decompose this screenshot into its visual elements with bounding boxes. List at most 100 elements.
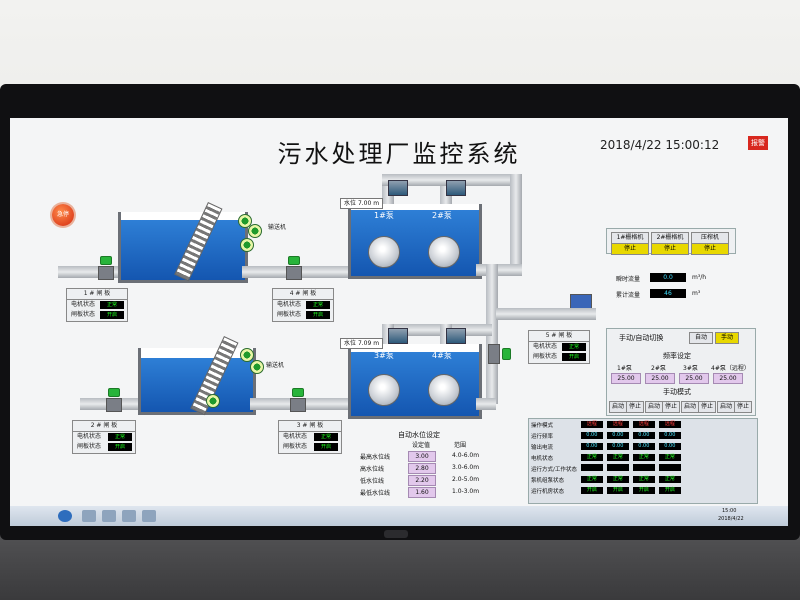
pump-2[interactable] (428, 236, 460, 268)
status-cell: 远程 (658, 421, 681, 428)
pump2-start-button[interactable]: 启动 (645, 401, 663, 413)
status-cell: 0.00 (606, 443, 629, 450)
total-flow-value: 46 (650, 289, 686, 298)
hazard-icon (250, 360, 264, 374)
status-cell: 0.00 (606, 432, 629, 439)
auto-mode-button[interactable]: 自动 (689, 332, 713, 344)
freq-input-1[interactable]: 25.00 (611, 373, 641, 384)
status-cell (580, 464, 603, 471)
level-row-label: 最高水位线 (360, 454, 391, 461)
status-cell: 0.00 (580, 443, 603, 450)
status-cell: 正常 (632, 476, 655, 483)
level-row-label: 高水位线 (360, 466, 385, 473)
freq-title: 频率设定 (663, 352, 691, 360)
instant-flow-value: 0.0 (650, 273, 686, 282)
pump1-stop-button[interactable]: 停止 (626, 401, 644, 413)
gate-valve-3[interactable] (290, 398, 306, 412)
hmi-screen: 污水处理厂监控系统 2018/4/22 15:00:12 报警 急停 输送机 1… (10, 118, 788, 526)
valve-handle-icon (108, 388, 120, 397)
status-cell (658, 464, 681, 471)
total-flow-unit: m³ (692, 290, 701, 297)
pump-label-1: 1#泵 (374, 211, 394, 220)
taskbar-app-icon[interactable] (142, 510, 156, 522)
status-row-label: 运行方式/工作状态 (531, 466, 577, 473)
valve-handle-icon (292, 388, 304, 397)
outlet-pipe (476, 398, 496, 410)
pump3-stop-button[interactable]: 停止 (698, 401, 716, 413)
outlet-pipe (510, 174, 522, 274)
taskbar-date: 2018/4/22 (718, 516, 744, 522)
level-setting-input[interactable]: 2.80 (408, 463, 436, 474)
gate-panel-5: 5 # 闸 板 电机状态正常 闸板状态开启 (528, 330, 590, 364)
gate-valve-1[interactable] (98, 266, 114, 280)
col-setting: 设定值 (412, 442, 431, 449)
valve-handle-icon (100, 256, 112, 265)
freq-input-4[interactable]: 25.00 (713, 373, 743, 384)
status-cell: 正常 (606, 454, 629, 461)
hazard-icon (206, 394, 220, 408)
grid-machine-2-stop-button[interactable]: 停止 (651, 243, 689, 255)
status-cell: 0.00 (658, 443, 681, 450)
freq-header-2: 2#泵 (651, 365, 666, 372)
start-button[interactable] (58, 510, 72, 522)
pump3-start-button[interactable]: 启动 (681, 401, 699, 413)
status-cell: 远程 (580, 421, 603, 428)
manual-mode-button[interactable]: 手动 (715, 332, 739, 344)
status-cell: 正常 (632, 454, 655, 461)
gate-valve-2[interactable] (106, 398, 122, 412)
emergency-stop-button[interactable]: 急停 (52, 204, 74, 226)
datetime: 2018/4/22 15:00:12 (600, 138, 720, 152)
taskbar-app-icon[interactable] (122, 510, 136, 522)
level-row-range: 1.0-3.0m (452, 488, 480, 495)
level-setting-input[interactable]: 2.20 (408, 475, 436, 486)
taskbar-clock: 15:00 (722, 508, 737, 514)
status-row-label: 运行频率 (531, 433, 554, 440)
pump2-stop-button[interactable]: 停止 (662, 401, 680, 413)
grid-machine-1-stop-button[interactable]: 停止 (611, 243, 649, 255)
pump-label-4: 4#泵 (432, 351, 452, 360)
pump4-stop-button[interactable]: 停止 (734, 401, 752, 413)
hazard-icon (240, 348, 254, 362)
status-cell: 开启 (606, 487, 629, 494)
taskbar-app-icon[interactable] (82, 510, 96, 522)
level-row-label: 最低水位线 (360, 490, 391, 497)
taskbar-app-icon[interactable] (102, 510, 116, 522)
pump-4[interactable] (428, 374, 460, 406)
pump-1[interactable] (368, 236, 400, 268)
discharge-pipe (496, 308, 596, 320)
freq-input-3[interactable]: 25.00 (679, 373, 709, 384)
press-stop-button[interactable]: 停止 (691, 243, 729, 255)
freq-input-2[interactable]: 25.00 (645, 373, 675, 384)
gate-panel-2: 2 # 闸 板 电机状态正常 闸板状态开启 (72, 420, 136, 454)
gate-valve-4[interactable] (286, 266, 302, 280)
status-cell: 开启 (580, 487, 603, 494)
level-setting-input[interactable]: 3.00 (408, 451, 436, 462)
valve-handle-icon (502, 348, 511, 360)
pump1-start-button[interactable]: 启动 (609, 401, 627, 413)
freq-header-1: 1#泵 (617, 365, 632, 372)
conveyor-label-1: 输送机 (268, 224, 287, 231)
status-cell: 0.00 (580, 432, 603, 439)
level-setting-input[interactable]: 1.60 (408, 487, 436, 498)
status-cell: 开启 (658, 487, 681, 494)
level-row-range: 3.0-6.0m (452, 464, 480, 471)
pump-label-3: 3#泵 (374, 351, 394, 360)
pump4-start-button[interactable]: 启动 (717, 401, 735, 413)
alarm-button[interactable]: 报警 (748, 136, 768, 150)
status-cell (606, 464, 629, 471)
status-cell: 0.00 (632, 443, 655, 450)
status-cell: 开启 (632, 487, 655, 494)
status-cell: 正常 (580, 454, 603, 461)
pump-3[interactable] (368, 374, 400, 406)
auto-level-panel: 自动水位设定 设定值 范围 最高水位线 3.00 4.0-6.0m 高水位线 2… (354, 430, 484, 498)
level-row-label: 低水位线 (360, 478, 385, 485)
pump-label-2: 2#泵 (432, 211, 452, 220)
pump-motor-icon (388, 328, 408, 344)
gate-valve-5[interactable] (488, 344, 500, 364)
status-cell: 0.00 (658, 432, 681, 439)
pump-tank-1 (348, 204, 482, 279)
status-cell: 远程 (632, 421, 655, 428)
hazard-icon (238, 214, 252, 228)
